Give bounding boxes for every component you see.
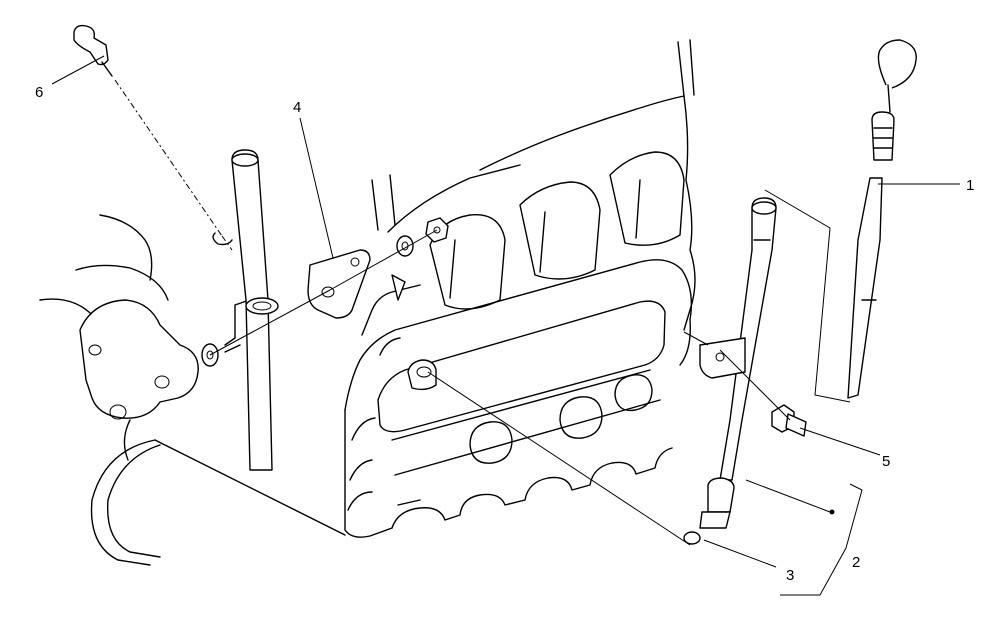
o-ring — [683, 531, 701, 545]
assembly-lines — [114, 79, 851, 546]
sensor-plug — [73, 24, 233, 246]
callout-1: 1 — [966, 177, 974, 194]
dipstick-guide-tube — [683, 197, 777, 545]
leader-lines — [51, 55, 960, 596]
washer — [396, 235, 414, 257]
dipstick — [847, 39, 917, 399]
callout-4: 4 — [293, 99, 301, 116]
bracket-assembly — [201, 217, 449, 367]
callout-2: 2 — [852, 554, 860, 571]
flywheel-housing — [39, 214, 346, 566]
breather-pipe — [231, 149, 279, 471]
callout-3: 3 — [786, 567, 794, 584]
callout-5: 5 — [882, 453, 890, 470]
callout-labels: 1 2 3 4 5 6 — [35, 84, 974, 584]
bolt — [771, 404, 807, 437]
callout-6: 6 — [35, 84, 43, 101]
